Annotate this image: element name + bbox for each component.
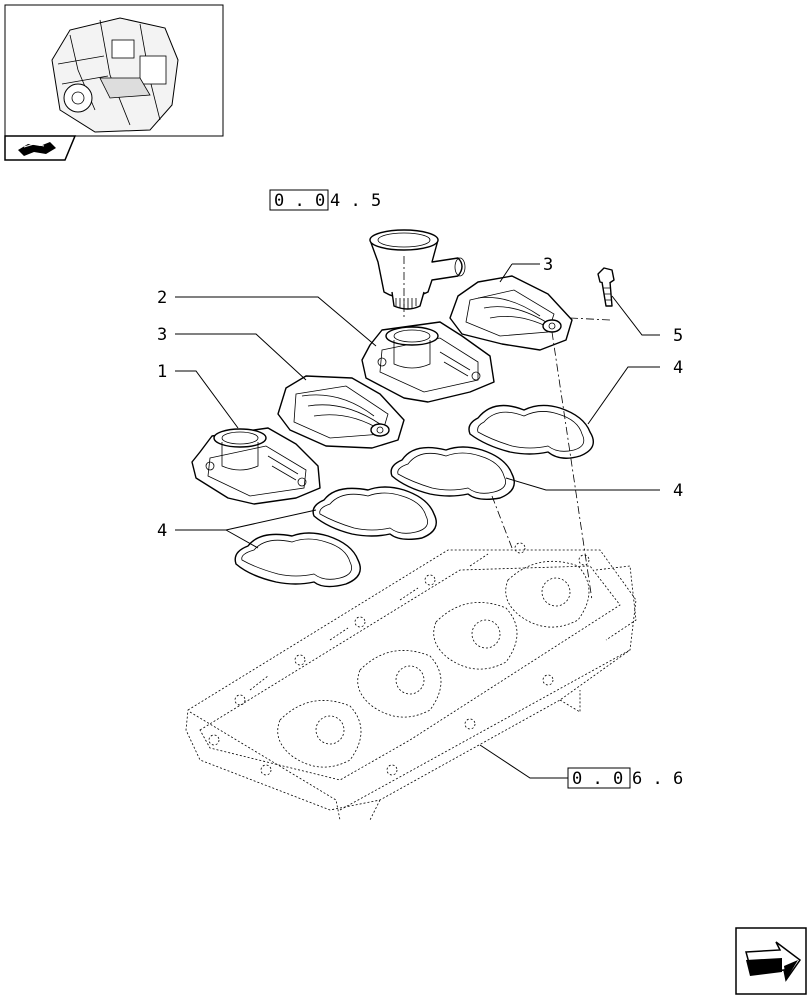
callout-1: 1 — [157, 362, 167, 382]
book-icon — [18, 142, 56, 156]
callout-4-middle: 4 — [673, 481, 683, 501]
next-page-button[interactable] — [735, 927, 807, 995]
valve-cover-1 — [191, 427, 321, 505]
callout-4-left: 4 — [157, 521, 167, 541]
reference-bottom-boxed: 0 . 0 — [572, 769, 623, 789]
reference-bottom-rest: 6 . 6 — [632, 769, 683, 789]
breather-cap — [369, 229, 466, 310]
engine-thumbnail-icon — [51, 17, 179, 133]
reference-bottom[interactable]: 0 . 0 6 . 6 — [567, 767, 683, 789]
gasket-4-right — [468, 404, 594, 459]
callout-3-left: 3 — [157, 325, 167, 345]
alignment-lines — [403, 256, 611, 601]
callout-4-upper: 4 — [673, 358, 683, 378]
gasket-4-upper-left — [312, 486, 437, 541]
next-page-arrow-icon — [745, 941, 802, 982]
callout-3-right: 3 — [543, 255, 553, 275]
valve-cover-2 — [361, 321, 495, 403]
leader-lines — [175, 263, 660, 779]
cylinder-head — [185, 542, 637, 821]
engine-thumbnail[interactable] — [4, 4, 224, 161]
reference-top-boxed: 0 . 0 — [274, 191, 325, 211]
bolt-5 — [597, 267, 615, 307]
valve-cover-3-left — [277, 375, 405, 449]
reference-top-rest: 4 . 5 — [330, 191, 381, 211]
callout-2: 2 — [157, 288, 167, 308]
callout-5: 5 — [673, 326, 683, 346]
reference-top[interactable]: 0 . 0 4 . 5 — [269, 189, 381, 211]
gasket-4-middle — [390, 446, 515, 501]
valve-cover-3-right — [449, 275, 573, 351]
gasket-4-lower-left — [234, 532, 361, 588]
